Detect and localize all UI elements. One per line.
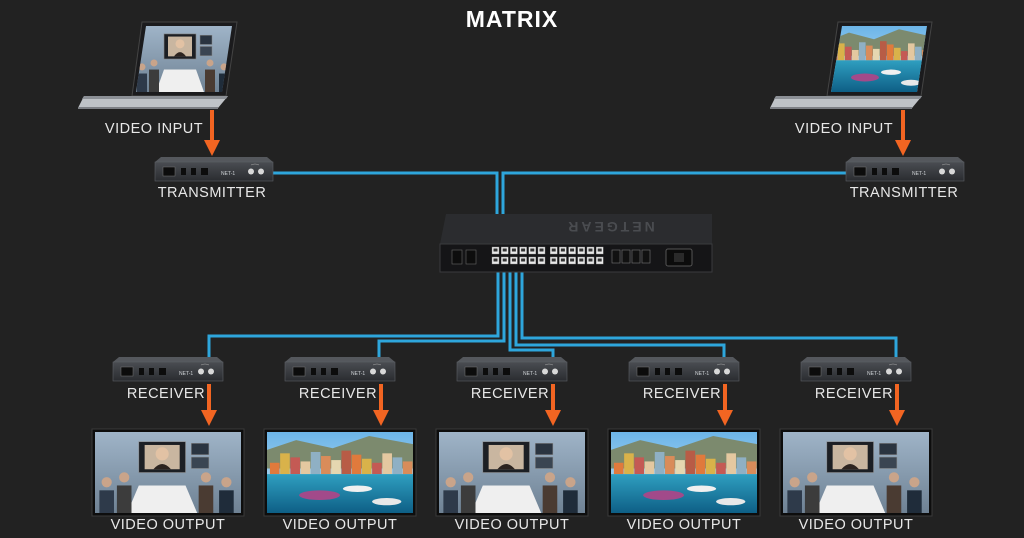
switch-sfp-port xyxy=(631,249,641,264)
cable-receiver-5 xyxy=(520,268,898,360)
switch-sfp-port xyxy=(611,249,621,264)
output-monitors xyxy=(91,428,933,517)
svg-text:NET-1: NET-1 xyxy=(867,371,881,377)
video-input-label-right: VIDEO INPUT xyxy=(794,121,894,137)
receiver-2: NET-1 xyxy=(284,357,396,382)
svg-text:NET-1: NET-1 xyxy=(695,371,709,377)
svg-text:NET-1: NET-1 xyxy=(221,171,235,177)
video-output-label-1: VIDEO OUTPUT xyxy=(110,517,226,533)
cable-lines xyxy=(207,171,898,360)
cable-receiver-2 xyxy=(377,268,506,360)
receiver-label-3: RECEIVER xyxy=(470,386,550,402)
video-output-label-3: VIDEO OUTPUT xyxy=(454,517,570,533)
receiver-4: NET-1 xyxy=(628,357,740,382)
video-output-label-5: VIDEO OUTPUT xyxy=(798,517,914,533)
output-monitor-1 xyxy=(91,428,245,517)
output-monitor-5 xyxy=(779,428,933,517)
output-monitor-2 xyxy=(263,428,417,517)
cable-receiver-3 xyxy=(508,268,555,360)
laptop-left-screen xyxy=(136,26,232,92)
video-output-label-4: VIDEO OUTPUT xyxy=(626,517,742,533)
receiver-3: NET-1 xyxy=(456,357,568,382)
output-monitor-screen xyxy=(439,432,585,513)
receiver-1: NET-1 xyxy=(112,357,224,382)
output-monitor-screen xyxy=(95,432,241,513)
switch-console-port xyxy=(451,249,463,265)
output-monitor-screen xyxy=(267,432,413,513)
svg-text:NET-1: NET-1 xyxy=(523,371,537,377)
signal-arrows xyxy=(201,110,911,426)
receiver-label-1: RECEIVER xyxy=(126,386,206,402)
output-monitor-3 xyxy=(435,428,589,517)
receiver-label-2: RECEIVER xyxy=(298,386,378,402)
video-output-label-2: VIDEO OUTPUT xyxy=(282,517,398,533)
cable-receiver-4 xyxy=(514,268,726,360)
receiver-label-5: RECEIVER xyxy=(814,386,894,402)
transmitter-left: NET-1 xyxy=(154,157,274,182)
diagram-title: MATRIX xyxy=(465,6,559,32)
receiver-5: NET-1 xyxy=(800,357,912,382)
transmitter-label-right: TRANSMITTER xyxy=(849,185,959,201)
switch-console-port xyxy=(465,249,477,265)
network-switch: NETGEAR xyxy=(439,214,713,273)
output-monitor-screen xyxy=(783,432,929,513)
switch-brand-text: NETGEAR xyxy=(565,219,654,235)
switch-sfp-port xyxy=(621,249,631,264)
output-monitor-4 xyxy=(607,428,761,517)
switch-ports xyxy=(451,246,651,265)
laptop-right xyxy=(770,21,933,109)
svg-text:NET-1: NET-1 xyxy=(351,371,365,377)
transmitter-right: NET-1 xyxy=(845,157,965,182)
cable-receiver-1 xyxy=(207,268,500,360)
output-monitor-screen xyxy=(611,432,757,513)
svg-text:NET-1: NET-1 xyxy=(179,371,193,377)
receiver-label-4: RECEIVER xyxy=(642,386,722,402)
laptop-left xyxy=(78,21,238,109)
transmitter-label-left: TRANSMITTER xyxy=(157,185,267,201)
switch-sfp-port xyxy=(641,249,651,264)
svg-text:NET-1: NET-1 xyxy=(912,171,926,177)
video-input-label-left: VIDEO INPUT xyxy=(104,121,204,137)
laptop-right-screen xyxy=(831,26,927,92)
